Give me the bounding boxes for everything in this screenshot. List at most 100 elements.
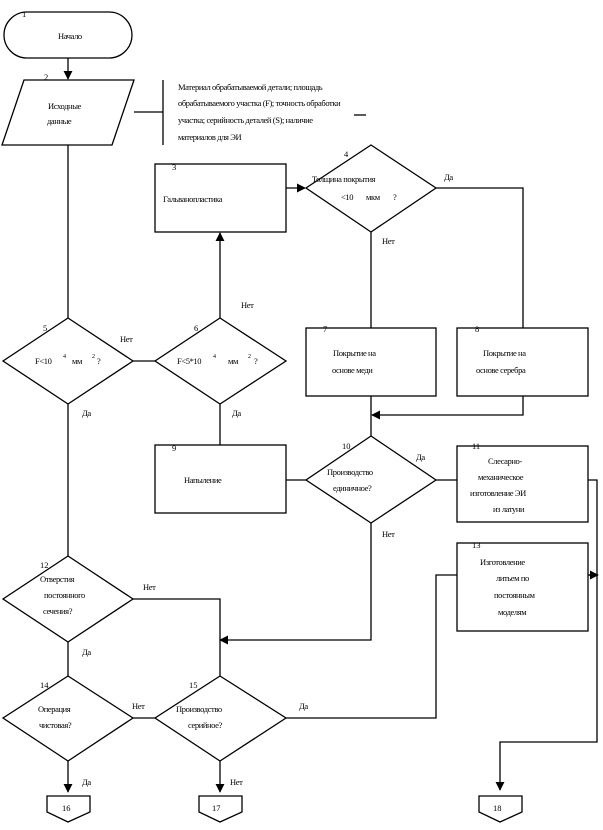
edge-12-15: [133, 598, 221, 676]
svg-text:Слесарно-: Слесарно-: [488, 456, 522, 466]
svg-text:данные: данные: [47, 116, 72, 126]
connector-16: 16: [46, 795, 91, 823]
node-galvanoplasty: 3 Гальванопластика: [154, 162, 287, 233]
decision-serial-production: 15 Производство серийное?: [153, 675, 288, 762]
node-start: 1 Начало: [3, 9, 133, 59]
svg-text:?: ?: [97, 356, 101, 366]
decision-area-small: 5 F<10 4 мм 2 ?: [1, 317, 135, 405]
label-4-yes: Да: [444, 172, 453, 182]
svg-text:Гальванопластика: Гальванопластика: [163, 194, 223, 204]
svg-text:Напыление: Напыление: [184, 475, 222, 485]
svg-text:17: 17: [212, 803, 221, 813]
node-casting: 13 Изготовление литьем по постоянным мод…: [456, 540, 589, 632]
edge-bus-18: [495, 575, 598, 791]
svg-text:Материал обрабатываемой детали: Материал обрабатываемой детали; площадь: [178, 82, 323, 92]
label-15-yes: Да: [299, 701, 308, 711]
decision-coating-thickness: 4 Толщина покрытия <10 мкм ?: [304, 144, 438, 233]
svg-text:мм: мм: [72, 356, 83, 366]
decision-area-medium: 6 F<5*10 4 мм 2 ?: [153, 317, 288, 405]
svg-text:литьем по: литьем по: [496, 573, 529, 583]
label-12-yes: Да: [82, 647, 91, 657]
edge-15-13: [286, 574, 457, 719]
svg-text:Отверстия: Отверстия: [40, 574, 75, 584]
svg-text:F<10: F<10: [35, 356, 52, 366]
svg-text:Толщина покрытия: Толщина покрытия: [312, 174, 376, 184]
svg-text:6: 6: [194, 323, 198, 333]
svg-text:Производство: Производство: [176, 704, 222, 714]
svg-text:единичное?: единичное?: [333, 483, 372, 493]
svg-text:4: 4: [63, 354, 66, 360]
svg-text:F<5*10: F<5*10: [177, 356, 201, 366]
node-brass-machining: 11 Слесарно- механическое изготовление Э…: [456, 441, 589, 523]
svg-text:Покрытие на: Покрытие на: [333, 348, 376, 358]
svg-text:серийное?: серийное?: [188, 720, 222, 730]
svg-text:моделям: моделям: [498, 607, 527, 617]
svg-text:Покрытие на: Покрытие на: [483, 348, 526, 358]
svg-text:13: 13: [472, 540, 481, 550]
node-copper-coating: 7 Покрытие на основе меди: [305, 324, 437, 397]
svg-text:изготовление ЭИ: изготовление ЭИ: [470, 488, 526, 498]
svg-text:<10: <10: [341, 192, 353, 202]
svg-text:Изготовление: Изготовление: [480, 557, 525, 567]
svg-text:Операция: Операция: [38, 704, 71, 714]
svg-text:2: 2: [92, 354, 95, 360]
input-note: Материал обрабатываемой детали; площадь …: [178, 82, 341, 142]
svg-text:18: 18: [493, 803, 502, 813]
label-15-no: Нет: [230, 777, 243, 787]
svg-text:мкм: мкм: [366, 192, 381, 202]
svg-text:из латуни: из латуни: [493, 504, 525, 514]
decision-constant-section: 12 Отверстия постоянного сечения?: [1, 555, 135, 643]
svg-text:4: 4: [213, 354, 216, 360]
decision-single-production: 10 Производство единичное?: [304, 435, 438, 524]
svg-text:постоянного: постоянного: [44, 590, 85, 600]
node-silver-coating: 8 Покрытие на основе серебра: [456, 324, 589, 397]
edge-11-bus: [588, 479, 598, 576]
svg-text:Начало: Начало: [58, 31, 82, 41]
label-6-no: Нет: [241, 300, 254, 310]
connectors: [63, 58, 599, 793]
svg-text:5: 5: [43, 323, 47, 333]
svg-text:16: 16: [62, 803, 71, 813]
svg-text:?: ?: [254, 356, 258, 366]
label-6-yes: Да: [232, 408, 241, 418]
edge-10-15: [219, 523, 372, 645]
svg-text:8: 8: [475, 324, 479, 334]
label-14-no: Нет: [132, 701, 145, 711]
svg-text:основе серебра: основе серебра: [476, 365, 526, 375]
svg-text:10: 10: [342, 441, 351, 451]
svg-text:?: ?: [393, 192, 397, 202]
svg-text:материалов для ЭИ: материалов для ЭИ: [178, 132, 241, 142]
label-10-no: Нет: [382, 529, 395, 539]
svg-text:2: 2: [248, 354, 251, 360]
label-5-no: Нет: [120, 334, 133, 344]
svg-text:участка; серийность деталей (S: участка; серийность деталей (S); наличие: [178, 115, 313, 125]
svg-text:1: 1: [22, 9, 26, 19]
decision-finishing: 14 Операция чистовая?: [1, 675, 135, 762]
svg-text:15: 15: [189, 680, 198, 690]
svg-text:обрабатываемого участка (F); т: обрабатываемого участка (F); точность об…: [178, 98, 341, 108]
label-10-yes: Да: [416, 452, 425, 462]
svg-text:чистовая?: чистовая?: [39, 720, 72, 730]
branch-labels: Да Нет Нет Да Нет Да Да Нет Нет Да Нет Д…: [82, 172, 454, 787]
svg-text:механическое: механическое: [478, 472, 524, 482]
svg-text:7: 7: [323, 324, 327, 334]
svg-text:Производство: Производство: [327, 467, 373, 477]
svg-text:Исходные: Исходные: [48, 101, 82, 111]
edge-8-merge: [371, 396, 524, 420]
svg-text:2: 2: [44, 72, 48, 82]
svg-text:основе меди: основе меди: [332, 365, 373, 375]
svg-text:14: 14: [40, 680, 49, 690]
svg-text:11: 11: [472, 441, 480, 451]
svg-text:постоянным: постоянным: [494, 590, 536, 600]
svg-text:4: 4: [344, 149, 349, 159]
label-5-yes: Да: [82, 408, 91, 418]
label-12-no: Нет: [143, 582, 156, 592]
svg-text:мм: мм: [228, 356, 239, 366]
svg-text:9: 9: [172, 443, 176, 453]
svg-text:12: 12: [40, 560, 49, 570]
connector-18: 18: [478, 795, 523, 823]
label-4-no: Нет: [382, 236, 395, 246]
label-14-yes: Да: [82, 777, 91, 787]
connector-17: 17: [198, 795, 243, 823]
edge-4-8: [436, 187, 524, 328]
